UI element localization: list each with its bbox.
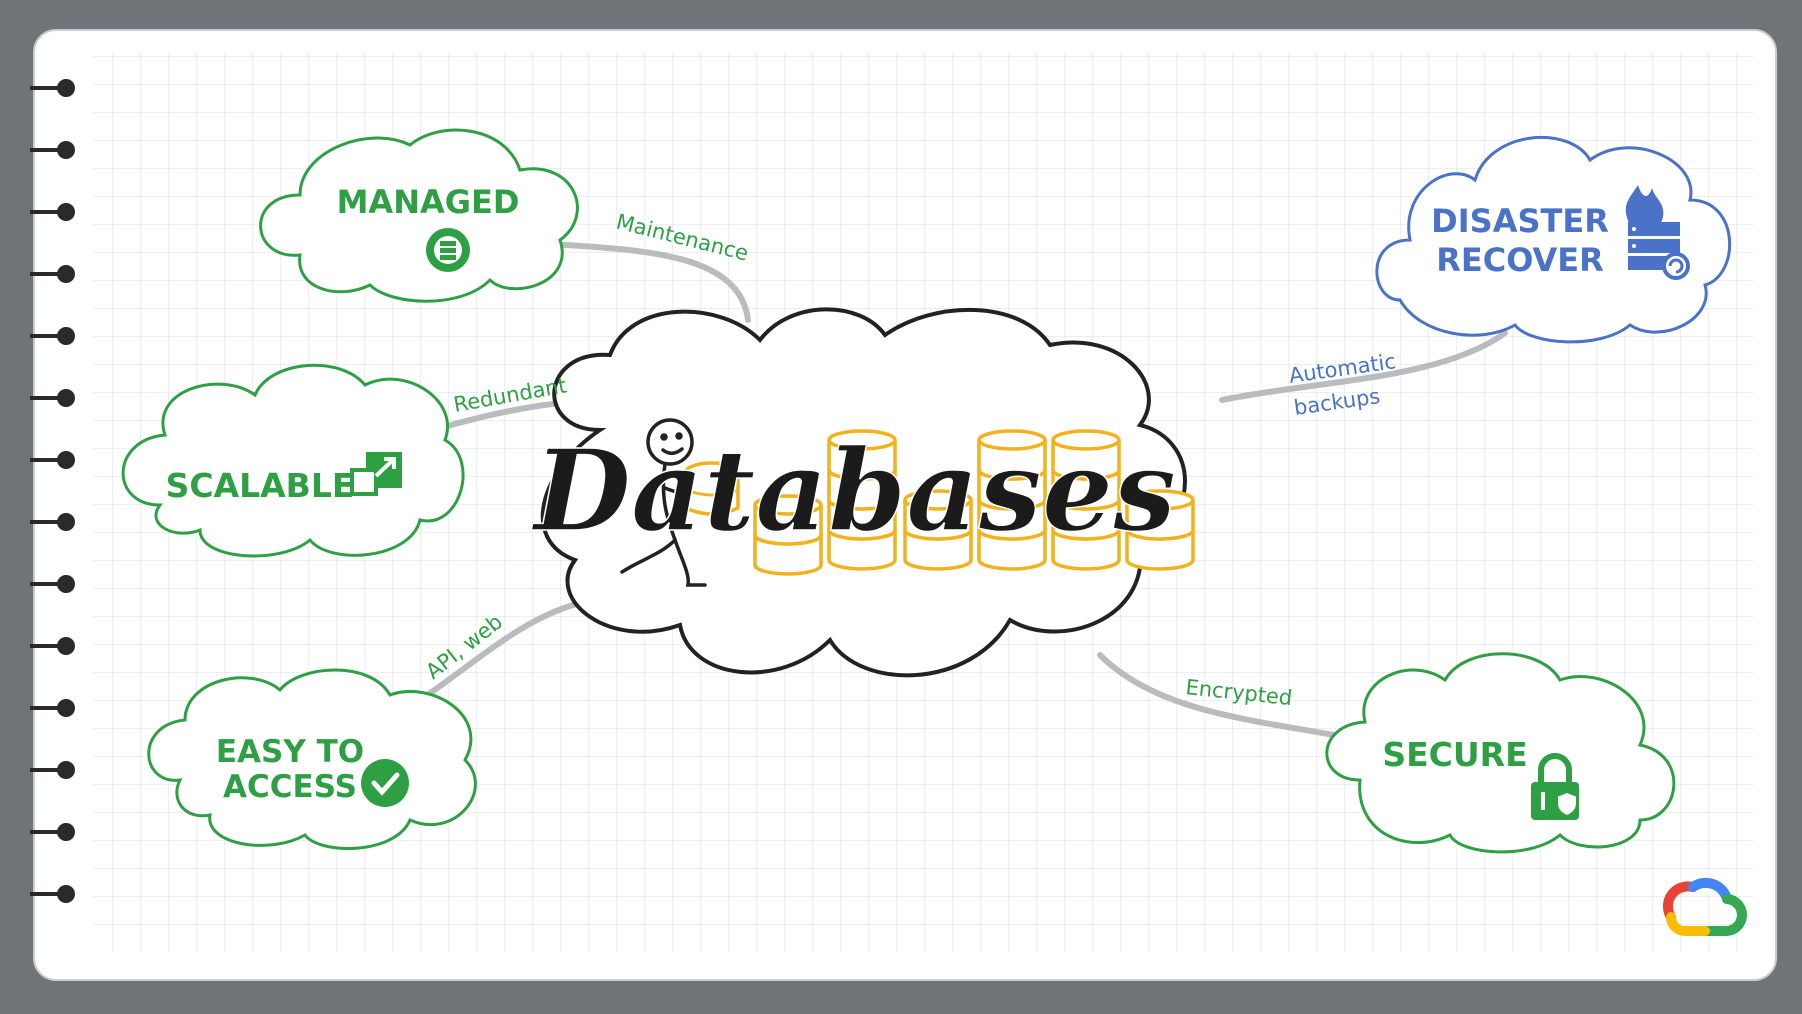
padlock-icon [1531,753,1579,820]
binder-ring [57,761,75,779]
binder-ring [57,79,75,97]
database-disk [1125,489,1195,541]
managed-label: MANAGED [337,183,520,221]
database-disk [827,429,897,481]
binder-ring [57,513,75,531]
database-disk [753,494,823,546]
disaster-label-line1: DISASTER [1431,202,1609,240]
secure-cloud-outline [1325,652,1676,854]
scalable-cloud-outline [121,363,465,558]
connector-disaster [1219,330,1508,403]
scalable-label: SCALABLE [166,466,355,505]
binder-ring [57,327,75,345]
carried-database-icon [684,461,740,516]
binder-rings [30,79,75,903]
managed-cloud-outline [259,128,579,303]
database-disk-stacks [753,429,1195,576]
server-fire-icon [1625,185,1690,280]
disaster-label-line2: RECOVER [1436,241,1604,279]
node-disaster-recover: DISASTER RECOVER [1375,135,1732,344]
google-cloud-logo [1662,877,1747,936]
easy-access-label-line2: ACCESS [223,769,357,805]
disaster-cloud-outline [1375,135,1732,344]
database-disk [903,489,973,541]
binder-ring [57,637,75,655]
database-gear-icon [426,228,470,272]
binder-ring [57,823,75,841]
node-easy-to-access: EASY TO ACCESS [147,668,477,850]
node-scalable: SCALABLE [121,363,465,558]
connector-secure [1097,652,1363,743]
center-title: Databases [531,426,1176,557]
binder-ring [57,575,75,593]
connector-easy-access [417,597,598,703]
node-managed: MANAGED [259,128,579,303]
check-circle-icon [361,759,409,807]
binder-ring [57,141,75,159]
secure-label: SECURE [1382,735,1527,774]
databases-cloud: Databases [530,307,1195,678]
database-disk [1051,429,1121,481]
easy-access-label-line1: EASY TO [216,734,364,770]
expand-arrow-icon [350,452,402,496]
node-secure: SECURE [1325,652,1676,854]
binder-ring [57,389,75,407]
database-disk [977,429,1047,481]
binder-ring [57,451,75,469]
binder-ring [57,265,75,283]
stick-figure-carrying-database [620,418,740,587]
binder-ring [57,699,75,717]
connector-managed [547,241,751,323]
binder-ring [57,885,75,903]
binder-ring [57,203,75,221]
